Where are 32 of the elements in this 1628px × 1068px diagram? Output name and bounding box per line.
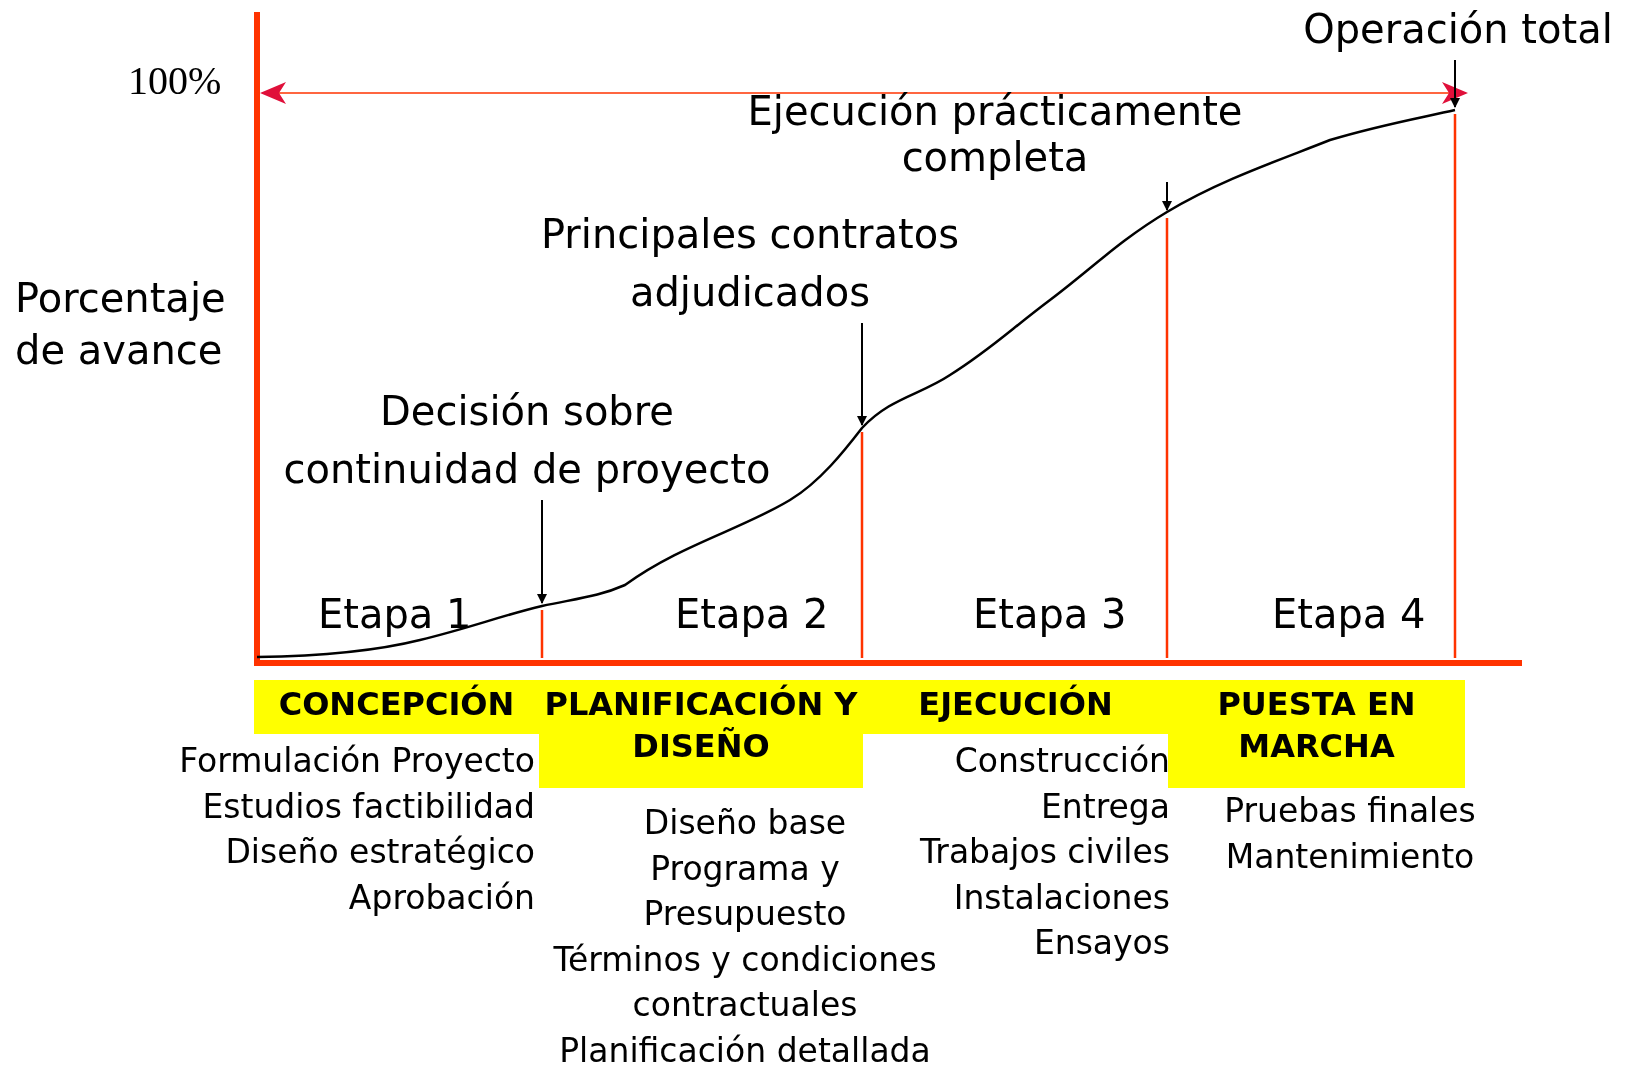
task-label: Programa y Presupuesto	[642, 847, 848, 936]
stage-label: Etapa 1	[318, 590, 472, 639]
leader-arrow	[1162, 181, 1172, 211]
task-label: Planificación detallada	[558, 1029, 932, 1068]
task-label: Mantenimiento	[1224, 835, 1476, 878]
milestone-label: Ejecución prácticamente completa	[725, 88, 1265, 180]
leader-arrow	[537, 499, 547, 604]
leader-arrow	[857, 322, 867, 426]
task-label: Pruebas finales	[1223, 790, 1477, 832]
milestone-label: Operación total	[1290, 0, 1626, 58]
task-label: Formulación Proyecto	[178, 740, 535, 782]
milestone-label: Decisión sobre continuidad de proyecto	[262, 382, 792, 498]
stage-label: Etapa 4	[1272, 590, 1426, 639]
task-label: Aprobación	[347, 876, 535, 919]
phase-heading: PLANIFICACIÓN Y DISEÑO	[539, 680, 863, 788]
task-label: Instalaciones	[952, 876, 1170, 919]
task-label: Estudios factibilidad	[201, 785, 535, 828]
axis-tick-label: 100%	[128, 57, 222, 105]
task-label: Construcción	[953, 740, 1170, 782]
phase-heading: PUESTA EN MARCHA	[1168, 680, 1465, 788]
milestone-label: Principales contratos adjudicados	[515, 205, 985, 321]
stage-label: Etapa 2	[675, 590, 829, 639]
phase-heading: EJECUCIÓN	[863, 680, 1168, 734]
axis-title: Porcentaje de avance	[15, 274, 227, 375]
leader-arrow	[1450, 59, 1460, 108]
stage-label: Etapa 3	[973, 590, 1127, 639]
task-label: Diseño estratégico	[224, 831, 535, 874]
task-label: Diseño base	[642, 802, 848, 844]
phase-heading: CONCEPCIÓN	[254, 680, 539, 734]
task-label: Entrega	[1039, 785, 1170, 828]
task-label: Trabajos civiles	[919, 831, 1170, 874]
task-label: Términos y condiciones contractuales	[552, 938, 938, 1027]
